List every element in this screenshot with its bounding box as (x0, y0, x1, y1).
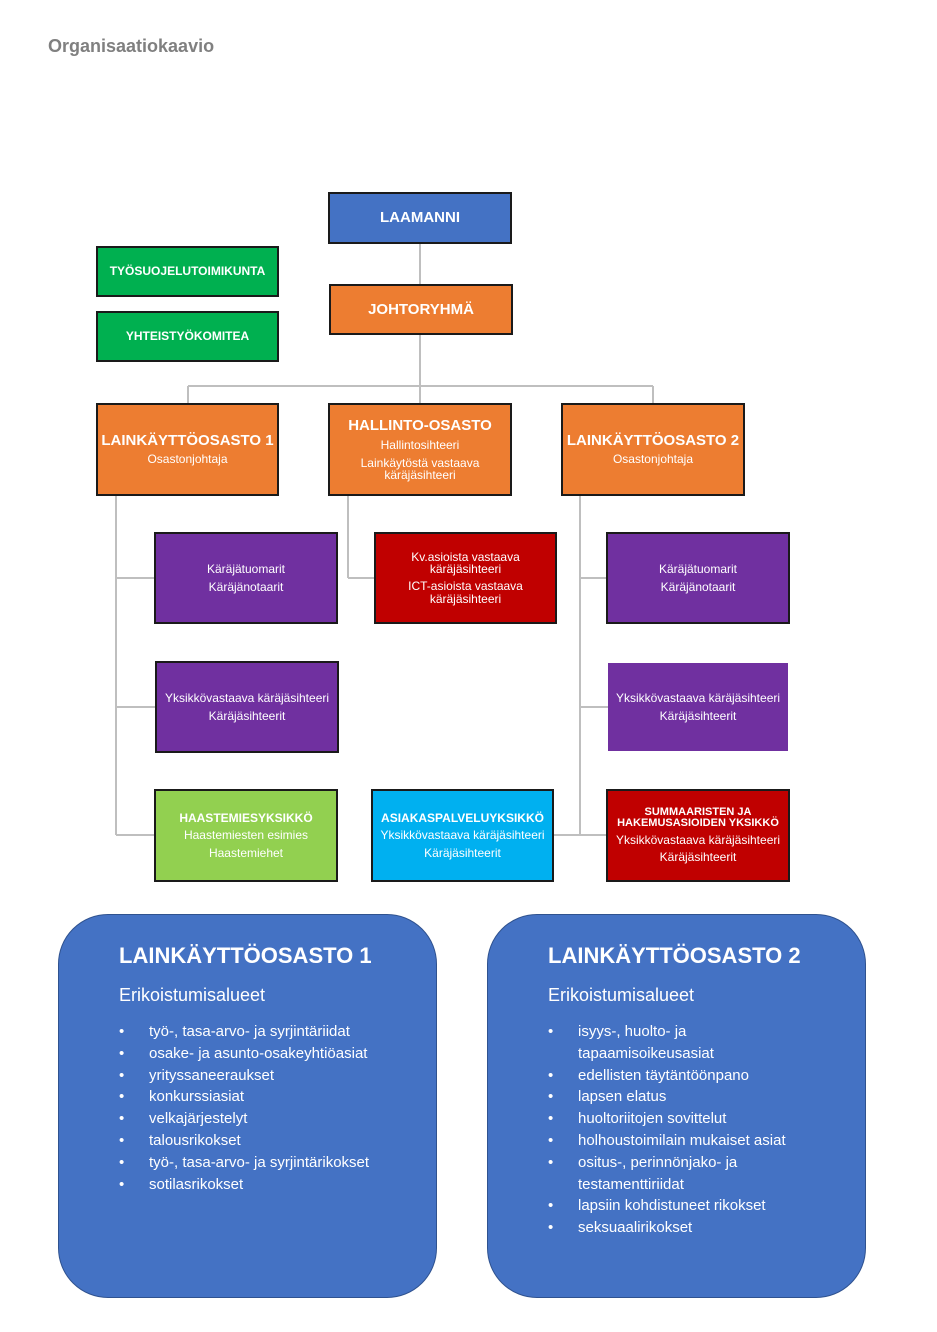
lainkayttoosasto-2-title: LAINKÄYTTÖOSASTO 2 (566, 432, 740, 450)
list-item: isyys-, huolto- ja tapaamisoikeusasiat (548, 1021, 798, 1065)
panel-1-subtitle: Erikoistumisalueet (119, 985, 266, 1005)
panel-2-title: LAINKÄYTTÖOSASTO 2 (548, 943, 801, 968)
list-item: talousrikokset (119, 1130, 419, 1152)
panel-2-list: isyys-, huolto- ja tapaamisoikeusasiat e… (548, 1021, 798, 1239)
dept2-judges-line-1: Käräjätuomarit (658, 562, 738, 577)
hallinto-osasto-title: HALLINTO-OSASTO (348, 417, 492, 435)
summaaristen-yksikko-line-1: Yksikkövastaava käräjäsihteeri (615, 832, 781, 847)
panel-1-list: työ-, tasa-arvo- ja syrjintäriidat osake… (119, 1021, 419, 1195)
list-item: ositus-, perinnönjako- ja testamenttirii… (548, 1152, 798, 1196)
dept2-secretaries-line-2: Käräjäsihteerit (659, 708, 737, 723)
asiakaspalveluyksikko-box: ASIAKASPALVELUYKSIKKÖ Yksikkövastaava kä… (371, 789, 554, 882)
lainkayttoosasto-1-role: Osastonjohtaja (147, 452, 228, 467)
lainkayttoosasto-2-role: Osastonjohtaja (612, 452, 694, 467)
summaaristen-yksikko-line-2: Käräjäsihteerit (659, 850, 737, 865)
list-item: työ-, tasa-arvo- ja syrjintäriidat (119, 1021, 419, 1043)
dept2-secretaries-line-1: Yksikkövastaava käräjäsihteeri (615, 691, 781, 706)
tyosuojelutoimikunta-label: TYÖSUOJELUTOIMIKUNTA (109, 264, 266, 279)
lainkayttoosasto-1-title: LAINKÄYTTÖOSASTO 1 (101, 432, 274, 450)
dept1-judges-line-1: Käräjätuomarit (206, 562, 286, 577)
asiakaspalveluyksikko-line-2: Käräjäsihteerit (424, 845, 501, 860)
list-item: lapsiin kohdistuneet rikokset (548, 1195, 798, 1217)
asiakaspalveluyksikko-title: ASIAKASPALVELUYKSIKKÖ (381, 810, 544, 825)
panel-1-title: LAINKÄYTTÖOSASTO 1 (119, 943, 372, 968)
dept1-secretaries-line-2: Käräjäsihteerit (208, 708, 286, 723)
dept1-judges-box: Käräjätuomarit Käräjänotaarit (154, 532, 338, 624)
tyosuojelutoimikunta-box: TYÖSUOJELUTOIMIKUNTA (96, 246, 279, 297)
page-title: Organisaatiokaavio (48, 36, 215, 56)
johtoryhma-box: JOHTORYHMÄ (329, 284, 513, 335)
haastemiesyksikko-title: HAASTEMIESYKSIKKÖ (179, 810, 313, 825)
haastemiesyksikko-box: HAASTEMIESYKSIKKÖ Haastemiesten esimies … (154, 789, 338, 882)
asiakaspalveluyksikko-line-1: Yksikkövastaava käräjäsihteeri (380, 828, 545, 843)
list-item: velkajärjestelyt (119, 1108, 419, 1130)
list-item: lapsen elatus (548, 1086, 798, 1108)
haastemiesyksikko-line-1: Haastemiesten esimies (183, 828, 309, 843)
list-item: työ-, tasa-arvo- ja syrjintärikokset (119, 1152, 419, 1174)
hallinto-osasto-box: HALLINTO-OSASTO Hallintosihteeri Lainkäy… (328, 403, 512, 496)
list-item: konkurssiasiat (119, 1086, 419, 1108)
panel-2-subtitle: Erikoistumisalueet (548, 985, 695, 1005)
list-item: seksuaalirikokset (548, 1217, 798, 1239)
list-item: edellisten täytäntöönpano (548, 1065, 798, 1087)
lainkayttoosasto-1-box: LAINKÄYTTÖOSASTO 1 Osastonjohtaja (96, 403, 279, 496)
list-item: huoltoriitojen sovittelut (548, 1108, 798, 1130)
laamanni-label: LAAMANNI (380, 209, 460, 226)
panel-lainkayttoosasto-2: LAINKÄYTTÖOSASTO 2 Erikoistumisalueet is… (487, 914, 866, 1298)
summaaristen-yksikko-title: SUMMAARISTEN JA HAKEMUSASIOIDEN YKSIKKÖ (617, 805, 779, 830)
hallinto-osasto-role-2: Lainkäytöstä vastaava käräjäsihteeri (360, 455, 480, 483)
laamanni-box: LAAMANNI (328, 192, 512, 244)
summaaristen-yksikko-box: SUMMAARISTEN JA HAKEMUSASIOIDEN YKSIKKÖ … (606, 789, 790, 882)
list-item: holhoustoimilain mukaiset asiat (548, 1130, 798, 1152)
lainkayttoosasto-2-box: LAINKÄYTTÖOSASTO 2 Osastonjohtaja (561, 403, 745, 496)
kv-ict-box: Kv.asioista vastaava käräjäsihteeri ICT-… (374, 532, 557, 624)
dept1-secretaries-line-1: Yksikkövastaava käräjäsihteeri (164, 691, 330, 706)
haastemiesyksikko-line-2: Haastemiehet (208, 845, 284, 860)
dept1-judges-line-2: Käräjänotaarit (208, 579, 284, 594)
list-item: sotilasrikokset (119, 1174, 419, 1196)
dept2-judges-box: Käräjätuomarit Käräjänotaarit (606, 532, 790, 624)
dept2-judges-line-2: Käräjänotaarit (660, 579, 736, 594)
dept2-secretaries-box: Yksikkövastaava käräjäsihteeri Käräjäsih… (608, 663, 788, 751)
kv-ict-line-1: Kv.asioista vastaava käräjäsihteeri (411, 549, 520, 577)
johtoryhma-label: JOHTORYHMÄ (368, 300, 474, 318)
hallinto-osasto-role-1: Hallintosihteeri (380, 438, 460, 453)
yhteistyokomitea-label: YHTEISTYÖKOMITEA (125, 329, 250, 344)
list-item: yrityssaneeraukset (119, 1065, 419, 1087)
dept1-secretaries-box: Yksikkövastaava käräjäsihteeri Käräjäsih… (155, 661, 339, 753)
panel-lainkayttoosasto-1: LAINKÄYTTÖOSASTO 1 Erikoistumisalueet ty… (58, 914, 437, 1298)
yhteistyokomitea-box: YHTEISTYÖKOMITEA (96, 311, 279, 362)
kv-ict-line-2: ICT-asioista vastaava käräjäsihteeri (408, 579, 523, 606)
list-item: osake- ja asunto-osakeyhtiöasiat (119, 1043, 419, 1065)
